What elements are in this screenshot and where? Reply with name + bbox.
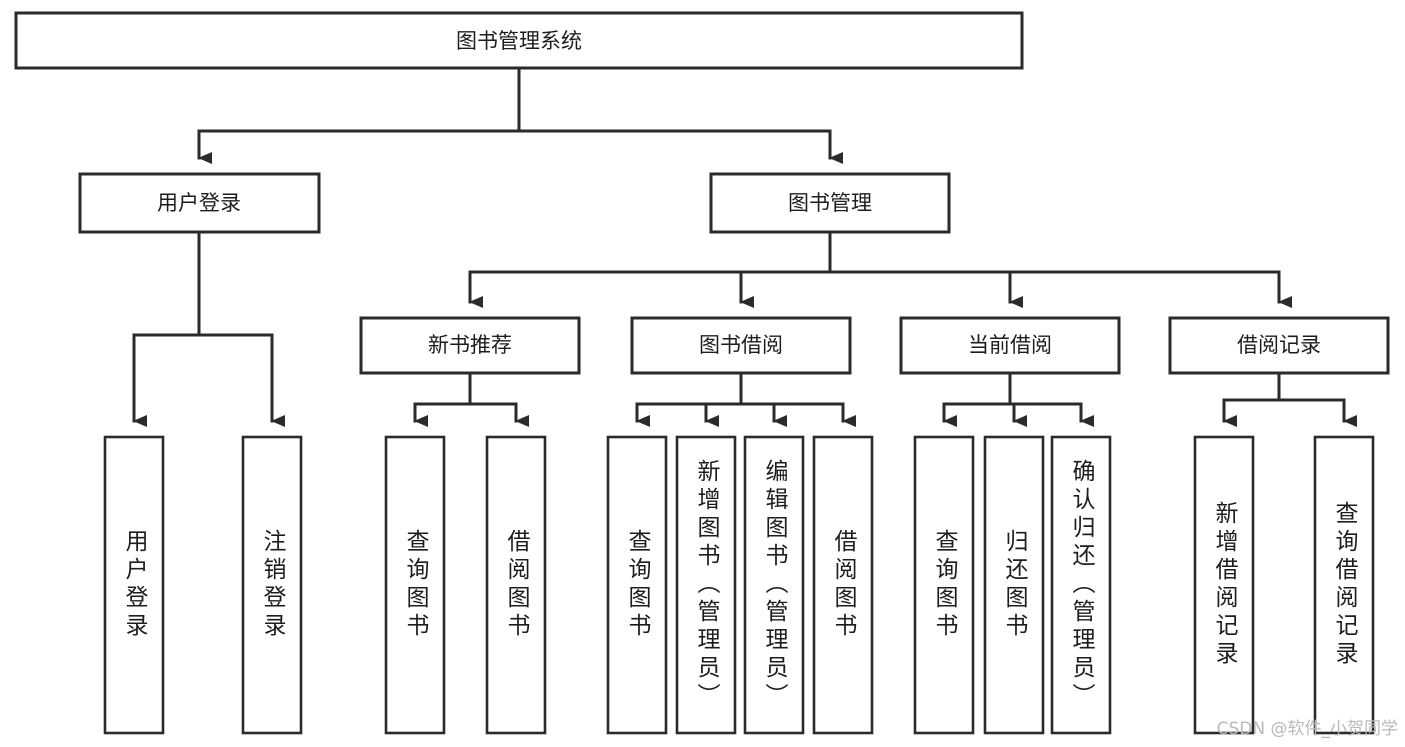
- leaf-query-book-3-label: 查询图书: [931, 529, 959, 641]
- leaf-return-book-label: 归还图书: [1001, 529, 1029, 641]
- leaf-add-record-label: 新增借阅记录: [1211, 501, 1239, 669]
- node-borrow-record[interactable]: 借阅记录: [1168, 316, 1390, 375]
- leaf-query-record-label: 查询借阅记录: [1331, 501, 1359, 669]
- node-leaf-query-book-3[interactable]: 查询图书: [913, 435, 975, 735]
- node-leaf-edit-book[interactable]: 编辑图书（管理员）: [743, 435, 805, 735]
- connectors: [132, 66, 1357, 427]
- node-leaf-query-book-2[interactable]: 查询图书: [606, 435, 668, 735]
- node-leaf-user-login[interactable]: 用户登录: [103, 435, 165, 735]
- node-book-borrow[interactable]: 图书借阅: [630, 316, 852, 375]
- node-leaf-borrow-book-1[interactable]: 借阅图书: [485, 435, 547, 735]
- node-leaf-query-book-1[interactable]: 查询图书: [384, 435, 446, 735]
- leaf-borrow-book-2-label: 借阅图书: [830, 529, 858, 641]
- leaf-borrow-book-2-box[interactable]: [812, 435, 874, 735]
- leaf-edit-book-box[interactable]: [743, 435, 805, 735]
- leaf-borrow-book-1-label: 借阅图书: [503, 529, 531, 641]
- book-management-label: 图书管理: [788, 191, 872, 215]
- leaf-add-book-label: 新增图书（管理员）: [693, 459, 721, 711]
- node-book-management[interactable]: 图书管理: [709, 172, 951, 234]
- book-borrow-box[interactable]: [630, 316, 852, 375]
- leaf-query-book-2-box[interactable]: [606, 435, 668, 735]
- leaf-confirm-return-label: 确认归还（管理员）: [1068, 459, 1096, 711]
- node-leaf-add-book[interactable]: 新增图书（管理员）: [675, 435, 737, 735]
- current-borrow-label: 当前借阅: [968, 333, 1052, 357]
- leaf-borrow-book-1-box[interactable]: [485, 435, 547, 735]
- borrow-record-label: 借阅记录: [1237, 333, 1321, 357]
- leaf-query-book-1-label: 查询图书: [402, 529, 430, 641]
- user-login-box[interactable]: [78, 172, 321, 234]
- node-leaf-borrow-book-2[interactable]: 借阅图书: [812, 435, 874, 735]
- node-leaf-add-record[interactable]: 新增借阅记录: [1193, 435, 1255, 735]
- leaf-add-record-box[interactable]: [1193, 435, 1255, 735]
- watermark-text: CSDN @软件_小贺同学: [1217, 719, 1398, 739]
- leaf-query-book-3-box[interactable]: [913, 435, 975, 735]
- node-user-login[interactable]: 用户登录: [78, 172, 321, 234]
- leaf-query-book-1-box[interactable]: [384, 435, 446, 735]
- node-new-book-recommend[interactable]: 新书推荐: [359, 316, 581, 375]
- leaf-confirm-return-box[interactable]: [1050, 435, 1112, 735]
- leaf-edit-book-label: 编辑图书（管理员）: [761, 459, 789, 711]
- new-book-recommend-label: 新书推荐: [428, 333, 512, 357]
- book-management-box[interactable]: [709, 172, 951, 234]
- node-current-borrow[interactable]: 当前借阅: [899, 316, 1121, 375]
- leaf-user-login-label: 用户登录: [121, 529, 149, 641]
- current-borrow-box[interactable]: [899, 316, 1121, 375]
- leaf-user-login-box[interactable]: [103, 435, 165, 735]
- borrow-record-box[interactable]: [1168, 316, 1390, 375]
- leaf-query-book-2-label: 查询图书: [624, 529, 652, 641]
- node-leaf-query-record[interactable]: 查询借阅记录: [1313, 435, 1375, 735]
- leaf-user-logout-label: 注销登录: [259, 529, 287, 641]
- node-leaf-confirm-return[interactable]: 确认归还（管理员）: [1050, 435, 1112, 735]
- node-root[interactable]: 图书管理系统: [14, 11, 1024, 70]
- leaf-return-book-box[interactable]: [983, 435, 1045, 735]
- new-book-recommend-box[interactable]: [359, 316, 581, 375]
- leaf-nodes: 用户登录 注销登录 查询图书 借阅图书 查询图书 新增图书（管理员）: [103, 435, 1375, 735]
- node-leaf-user-logout[interactable]: 注销登录: [241, 435, 303, 735]
- leaf-add-book-box[interactable]: [675, 435, 737, 735]
- leaf-query-record-box[interactable]: [1313, 435, 1375, 735]
- root-box[interactable]: [14, 11, 1024, 70]
- book-borrow-label: 图书借阅: [699, 333, 783, 357]
- node-leaf-return-book[interactable]: 归还图书: [983, 435, 1045, 735]
- root-label: 图书管理系统: [456, 29, 582, 53]
- user-login-label: 用户登录: [157, 191, 241, 215]
- leaf-user-logout-box[interactable]: [241, 435, 303, 735]
